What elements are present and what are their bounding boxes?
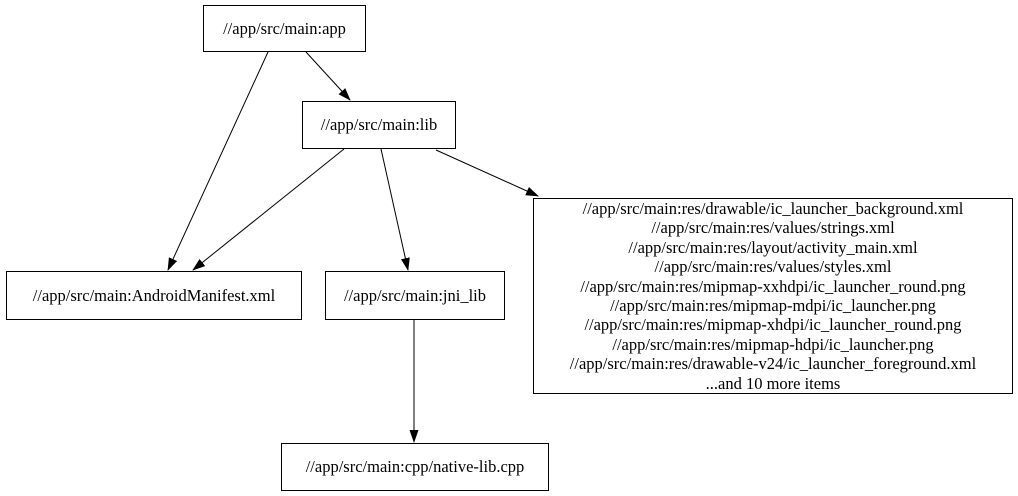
graph-node-lib-label: //app/src/main:lib [320, 115, 438, 134]
graph-node-jni-lib: //app/src/main:jni_lib [325, 271, 505, 320]
graph-node-lib: //app/src/main:lib [302, 101, 456, 149]
graph-node-native-lib-cpp: //app/src/main:cpp/native-lib.cpp [281, 443, 549, 491]
edge-lib-to-jni-lib [380, 148, 410, 271]
res-file-line: //app/src/main:res/mipmap-xhdpi/ic_launc… [584, 315, 962, 335]
res-file-line: //app/src/main:res/values/styles.xml [654, 257, 892, 277]
res-file-line: //app/src/main:res/values/strings.xml [651, 218, 895, 238]
res-file-line: //app/src/main:res/mipmap-hdpi/ic_launch… [612, 334, 934, 354]
graph-node-native-lib-cpp-label: //app/src/main:cpp/native-lib.cpp [305, 457, 525, 476]
edge-app-to-lib [305, 51, 351, 101]
res-file-line: //app/src/main:res/drawable/ic_launcher_… [582, 198, 964, 218]
edge-lib-to-res-files [435, 149, 539, 197]
edge-app-to-manifest [167, 51, 269, 271]
graph-node-android-manifest-label: //app/src/main:AndroidManifest.xml [32, 285, 276, 305]
graph-node-app: //app/src/main:app [203, 5, 366, 52]
graph-node-app-label: //app/src/main:app [223, 18, 346, 38]
edge-lib-to-manifest [192, 148, 345, 271]
graph-node-android-manifest: //app/src/main:AndroidManifest.xml [6, 271, 302, 320]
res-file-line: //app/src/main:res/layout/activity_main.… [628, 237, 918, 257]
res-files-more-items: ...and 10 more items [705, 373, 841, 393]
graph-node-res-files: //app/src/main:res/drawable/ic_launcher_… [533, 198, 1013, 394]
res-file-line: //app/src/main:res/drawable-v24/ic_launc… [569, 354, 977, 374]
graph-node-jni-lib-label: //app/src/main:jni_lib [343, 285, 487, 305]
res-file-line: //app/src/main:res/mipmap-xxhdpi/ic_laun… [580, 276, 966, 296]
res-file-line: //app/src/main:res/mipmap-mdpi/ic_launch… [610, 296, 936, 315]
